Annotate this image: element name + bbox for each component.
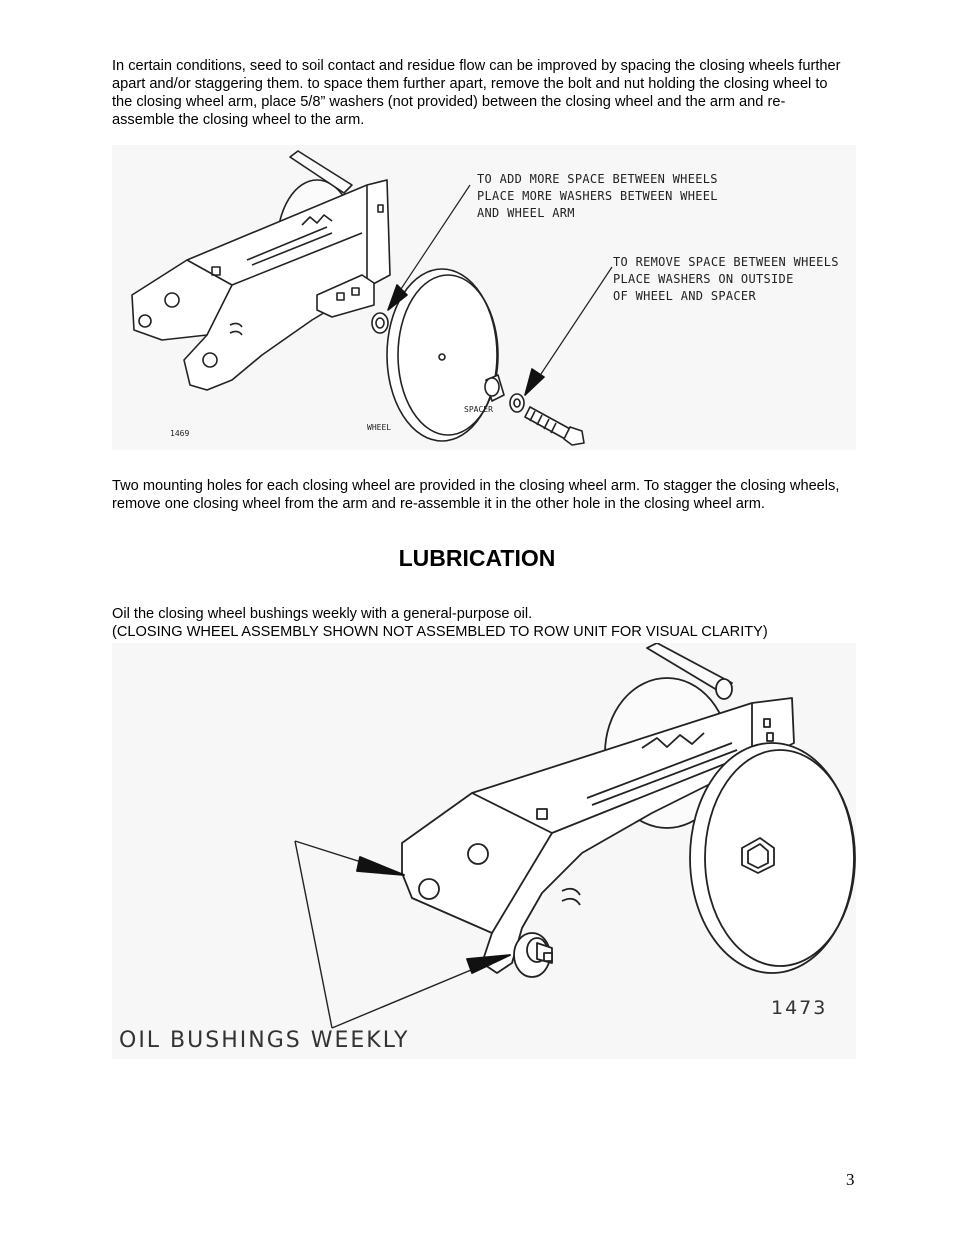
spacer-outline — [484, 377, 500, 397]
oil-line-2: (CLOSING WHEEL ASSEMBLY SHOWN NOT ASSEMB… — [112, 624, 768, 640]
figure-1-number: 1469 — [170, 429, 190, 438]
spacing-paragraph: In certain conditions, seed to soil cont… — [112, 58, 841, 128]
wheel-arm-outline — [131, 179, 391, 391]
lubrication-diagram-drawing — [294, 643, 856, 1029]
stagger-paragraph: Two mounting holes for each closing whee… — [112, 478, 840, 512]
bolt-outline — [524, 406, 573, 441]
wheel-arm-outline — [401, 697, 795, 974]
lubrication-heading: LUBRICATION — [398, 545, 556, 571]
remove-space-callout: TO REMOVE SPACE BETWEEN WHEELS PLACE WAS… — [613, 254, 839, 305]
remove-space-line-2: PLACE WASHERS ON OUTSIDE — [613, 272, 794, 286]
lubrication-diagram: OIL BUSHINGS WEEKLY 1473 — [112, 643, 856, 1059]
remove-space-line-1: TO REMOVE SPACE BETWEEN WHEELS — [613, 255, 839, 269]
oil-bushings-caption: OIL BUSHINGS WEEKLY — [119, 1028, 410, 1053]
figure-2-number: 1473 — [771, 997, 828, 1019]
add-space-callout: TO ADD MORE SPACE BETWEEN WHEELS PLACE M… — [477, 171, 718, 222]
add-space-line-2: PLACE MORE WASHERS BETWEEN WHEEL — [477, 189, 718, 203]
remove-space-line-3: OF WHEEL AND SPACER — [613, 289, 756, 303]
oil-line-1: Oil the closing wheel bushings weekly wi… — [112, 606, 533, 622]
wheel-label: WHEEL — [367, 423, 392, 432]
oil-instructions: Oil the closing wheel bushings weekly wi… — [112, 605, 852, 641]
spacer-label: SPACER — [464, 405, 493, 414]
add-space-line-3: AND WHEEL ARM — [477, 206, 575, 220]
add-space-line-1: TO ADD MORE SPACE BETWEEN WHEELS — [477, 172, 718, 186]
page-number: 3 — [846, 1170, 855, 1189]
wheel-outline — [386, 268, 498, 442]
spacing-diagram: TO ADD MORE SPACE BETWEEN WHEELS PLACE M… — [112, 145, 856, 450]
spacing-diagram-drawing — [131, 150, 613, 446]
